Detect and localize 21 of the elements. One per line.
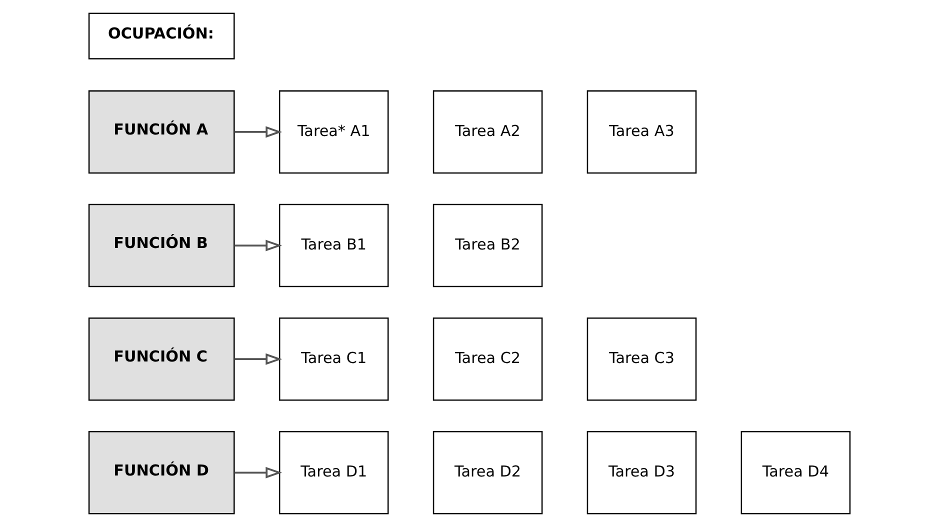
node-box: Tarea D3 bbox=[586, 431, 697, 514]
node-box: FUNCIÓN B bbox=[88, 204, 235, 288]
node-box: Tarea C3 bbox=[586, 317, 697, 401]
node-box: Tarea* A1 bbox=[278, 90, 389, 174]
arrow bbox=[234, 353, 282, 365]
node-box: Tarea D4 bbox=[740, 431, 851, 514]
node-box: Tarea A2 bbox=[432, 90, 543, 174]
node-box: FUNCIÓN A bbox=[88, 90, 235, 174]
node-box: Tarea B2 bbox=[432, 204, 543, 288]
node-box: OCUPACIÓN: bbox=[88, 12, 235, 60]
node-box: Tarea A3 bbox=[586, 90, 697, 174]
arrow bbox=[234, 126, 282, 138]
node-box: Tarea C2 bbox=[432, 317, 543, 401]
arrow bbox=[234, 466, 282, 478]
node-box: FUNCIÓN D bbox=[88, 431, 235, 514]
node-box: FUNCIÓN C bbox=[88, 317, 235, 401]
node-box: Tarea C1 bbox=[278, 317, 389, 401]
node-box: Tarea D2 bbox=[432, 431, 543, 514]
node-box: Tarea B1 bbox=[278, 204, 389, 288]
node-box: Tarea D1 bbox=[278, 431, 389, 514]
arrow bbox=[234, 240, 282, 252]
